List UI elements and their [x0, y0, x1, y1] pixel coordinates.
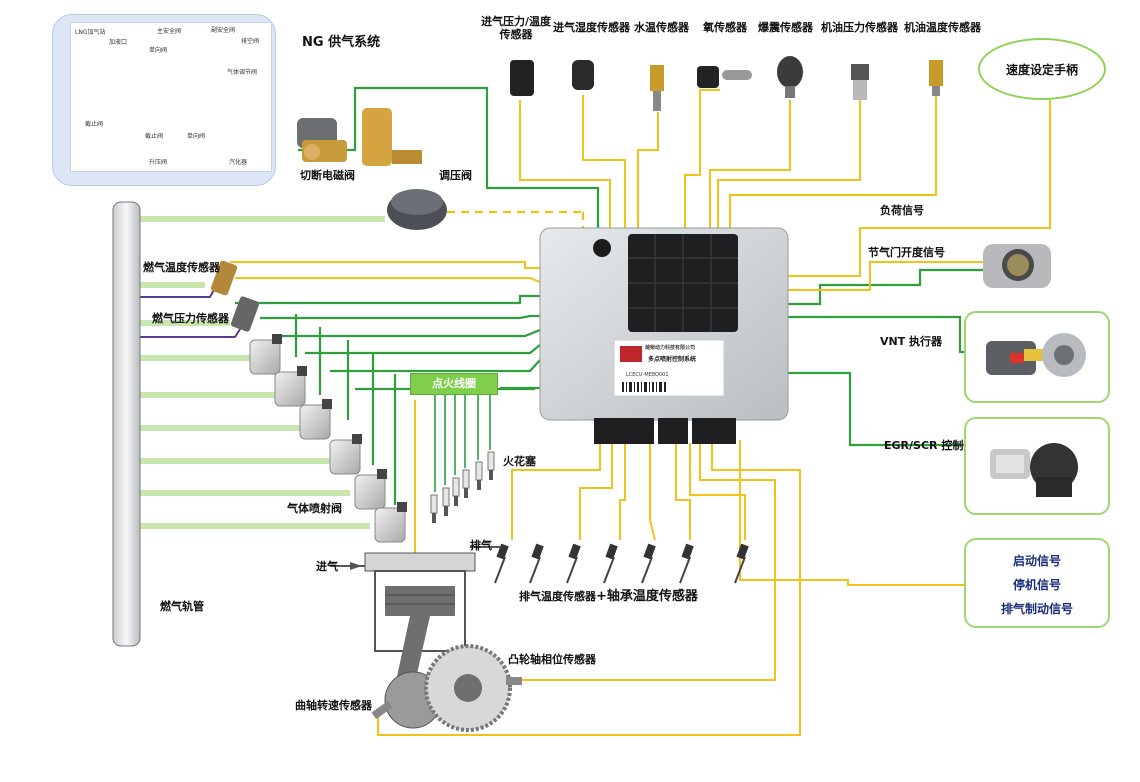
- regulator-label: 调压阀: [439, 169, 472, 182]
- signal-box: 启动信号 停机信号 排气制动信号: [964, 538, 1110, 628]
- sensor-label-knock: 爆震传感器: [758, 21, 813, 34]
- gas-injector: [354, 469, 387, 510]
- ng-system-title: NG 供气系统: [302, 35, 381, 50]
- fuel-sensors: [210, 260, 260, 332]
- cam-sensor-label: 凸轮轴相位传感器: [508, 653, 596, 666]
- spark-plugs: [430, 451, 495, 523]
- vnt-actuator-icon: [986, 333, 1086, 377]
- speed-handle-label: 速度设定手柄: [1005, 62, 1078, 77]
- exhaust-temp-sensor: [641, 543, 656, 584]
- exhaust-temp-sensor: [734, 543, 749, 584]
- ng-system-schematic: LNG加气站 加液口 主安全阀 副安全阀 排空阀 单向阀 气体调节阀 截止阀 截…: [70, 22, 272, 172]
- exhaust-temp-sensor: [494, 543, 509, 584]
- exhaust-label: 排气: [470, 539, 492, 552]
- gas-injector: [329, 434, 362, 475]
- ng-label-check: 单向阀: [149, 47, 168, 54]
- yellow-wires: [230, 89, 1051, 736]
- top-sensor-devices: [510, 56, 943, 111]
- exhaust-temp-sensors: [494, 543, 749, 584]
- spark-plug: [452, 477, 460, 506]
- exhaust-temp-sensor: [566, 543, 581, 584]
- crank-sensor-label: 曲轴转速传感器: [295, 699, 372, 712]
- gas-injectors: [249, 334, 407, 543]
- ng-label-vaporizer: 汽化器: [229, 159, 248, 166]
- gas-injector: [249, 334, 282, 375]
- ng-label-shutoff1: 截止阀: [85, 121, 104, 128]
- egr-label: EGR/SCR 控制: [884, 439, 964, 452]
- spark-plug-label: 火花塞: [503, 455, 536, 468]
- exhaust-temp-sensor-label: 排气温度传感器: [519, 590, 596, 603]
- shutoff-valve-label: 切断电磁阀: [300, 169, 355, 182]
- exhaust-temp-sensor: [529, 543, 544, 584]
- fuel-pipes: [140, 216, 385, 529]
- load-signal-label: 负荷信号: [880, 204, 924, 217]
- throttle-body: [983, 244, 1051, 288]
- fuel-rail-label: 燃气轨管: [160, 600, 204, 613]
- regulator-device: [362, 108, 447, 230]
- spark-plug: [442, 487, 450, 516]
- gas-injector-label: 气体喷射阀: [287, 502, 342, 515]
- sensor-label-oil-pressure: 机油压力传感器: [821, 21, 898, 34]
- ecu-unit: [539, 227, 789, 444]
- fuel-pressure-sensor-label: 燃气压力传感器: [152, 312, 229, 325]
- ecu-company: 潍柴动力科技有限公司: [645, 345, 696, 351]
- engine-cutaway: [330, 546, 522, 732]
- shutoff-valve-device: [297, 118, 347, 162]
- ignition-coil-box: 点火线圈: [410, 373, 498, 395]
- ng-label-gas-reg: 气体调节阀: [227, 69, 258, 76]
- gas-injector: [299, 399, 332, 440]
- ng-label-check2: 单向阀: [187, 133, 206, 140]
- exhaust-brake-signal-label: 排气制动信号: [1000, 602, 1073, 616]
- ng-label-filler: 加液口: [109, 39, 128, 46]
- sensor-label-intake-humidity: 进气湿度传感器: [553, 21, 630, 34]
- ng-label-sub-safety: 副安全阀: [211, 27, 236, 34]
- bearing-temp-sensor-label: +轴承温度传感器: [596, 589, 698, 604]
- gas-injector: [374, 502, 407, 543]
- sensor-label-oil-temp: 机油温度传感器: [904, 21, 981, 34]
- egr-actuator-box: [964, 417, 1110, 515]
- ng-label-vent: 排空阀: [241, 38, 260, 45]
- ecu-product: 多点喷射控制系统: [648, 356, 697, 363]
- spark-plug: [462, 469, 470, 498]
- sensor-label-oxygen: 氧传感器: [703, 21, 747, 34]
- sensor-label-water-temp: 水温传感器: [634, 21, 689, 34]
- ng-label-main-safety: 主安全阀: [157, 28, 182, 35]
- ng-label-station: LNG加气站: [75, 29, 106, 36]
- vnt-label: VNT 执行器: [880, 335, 943, 348]
- ecu-code: LCECU-ME8Q001: [626, 372, 669, 378]
- vnt-actuator-box: [964, 311, 1110, 403]
- gas-injector: [274, 366, 307, 407]
- spark-plug: [475, 461, 483, 490]
- intake-label: 进气: [316, 560, 338, 573]
- throttle-signal-label: 节气门开度信号: [868, 246, 945, 259]
- exhaust-temp-sensor: [603, 543, 618, 584]
- spark-plug: [487, 451, 495, 480]
- stop-signal-label: 停机信号: [1012, 578, 1061, 592]
- spark-plug: [430, 494, 438, 523]
- fuel-rail: [112, 201, 141, 647]
- start-signal-label: 启动信号: [1012, 554, 1061, 568]
- exhaust-temp-sensor: [679, 543, 694, 584]
- fuel-temp-sensor-label: 燃气温度传感器: [143, 261, 220, 274]
- ng-label-boost: 升压阀: [149, 159, 168, 166]
- ignition-wires: [434, 393, 491, 492]
- speed-handle-ellipse: 速度设定手柄: [978, 38, 1106, 100]
- egr-actuator-icon: [990, 443, 1078, 497]
- ng-label-shutoff2: 截止阀: [145, 133, 164, 140]
- sensor-label-intake-pt: 进气压力/温度 传感器: [481, 15, 552, 41]
